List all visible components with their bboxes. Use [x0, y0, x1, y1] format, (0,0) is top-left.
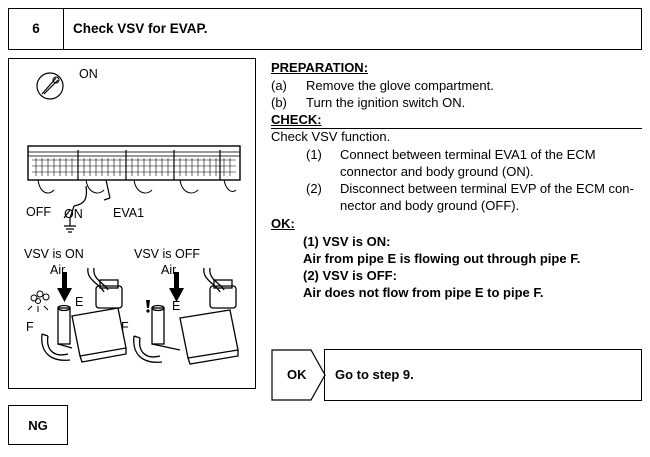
- air-arrow-right-icon: [169, 272, 184, 302]
- check-intro: Check VSV function.: [271, 129, 391, 144]
- pipe-e-left-label: E: [75, 295, 84, 309]
- ok-action-text: Go to step 9.: [335, 367, 414, 382]
- check-marker-1: (1): [306, 147, 322, 162]
- terminal-eva1-label: EVA1: [113, 206, 145, 220]
- ok-line-4: Air does not flow from pipe E to pipe F.: [303, 285, 544, 300]
- ignition-key-icon: [36, 72, 64, 100]
- vsv-on-label: VSV is ON: [24, 247, 84, 261]
- switch-on-label: ON: [64, 207, 83, 221]
- illustration-svg: [27, 72, 241, 365]
- figure-panel: [8, 58, 256, 389]
- vsv-on-illustration: [41, 267, 127, 363]
- switch-off-label: OFF: [26, 205, 51, 219]
- ok-result-label: OK: [287, 367, 307, 382]
- preparation-item-b: Turn the ignition switch ON.: [306, 95, 466, 110]
- preparation-heading: PREPARATION:: [271, 60, 369, 75]
- check-item-1-line2: connector and body ground (ON).: [340, 164, 534, 179]
- air-arrow-left-icon: [57, 272, 72, 302]
- step-number-cell: [9, 9, 64, 49]
- air-label-right: Air: [161, 263, 177, 277]
- ok-result-arrow: [271, 349, 326, 401]
- step-number: 6: [32, 21, 40, 36]
- step-title: Check VSV for EVAP.: [73, 21, 208, 36]
- pipe-e-right-label: E: [172, 299, 181, 313]
- preparation-marker-a: (a): [271, 78, 287, 93]
- ok-action-box: [324, 349, 642, 401]
- step-header: 6 Check VSV for EVAP.: [8, 8, 642, 50]
- ground-switch-icon: [63, 179, 111, 233]
- pipe-f-left-label: F: [26, 320, 34, 334]
- ng-box: [8, 405, 68, 445]
- check-item-1-line1: Connect between terminal EVA1 of the ECM: [340, 147, 596, 162]
- ok-line-2: Air from pipe E is flowing out through p…: [303, 251, 581, 266]
- preparation-marker-b: (b): [271, 95, 287, 110]
- ng-label: NG: [28, 418, 48, 433]
- check-item-2-line2: nector and body ground (OFF).: [340, 198, 520, 213]
- air-blocked-icon: [146, 300, 150, 313]
- pipe-f-right-label: F: [121, 320, 129, 334]
- air-label-left: Air: [50, 263, 66, 277]
- ok-heading: OK:: [271, 216, 295, 231]
- preparation-item-a: Remove the glove compartment.: [306, 78, 494, 93]
- vsv-off-illustration: [133, 267, 239, 365]
- check-divider: [271, 128, 642, 129]
- check-heading: CHECK:: [271, 112, 322, 127]
- ok-line-3: (2) VSV is OFF:: [303, 268, 397, 283]
- check-marker-2: (2): [306, 181, 322, 196]
- air-puff-icon: [27, 290, 50, 312]
- ignition-on-label: ON: [79, 67, 98, 81]
- ecm-connector-icon: [27, 145, 241, 194]
- check-item-2-line1: Disconnect between terminal EVP of the E…: [340, 181, 634, 196]
- vsv-off-label: VSV is OFF: [134, 247, 200, 261]
- ok-line-1: (1) VSV is ON:: [303, 234, 391, 249]
